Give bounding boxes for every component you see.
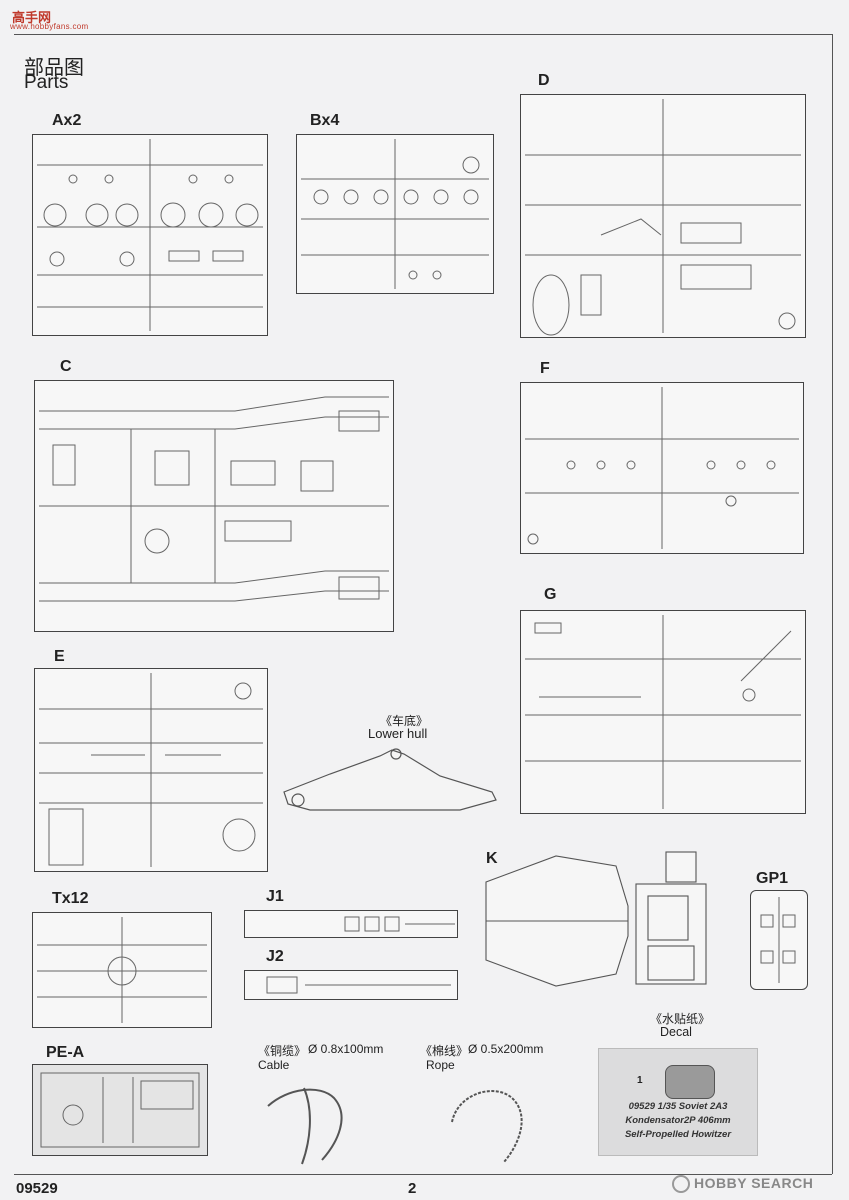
- sprue-gp1-art: [760, 897, 796, 983]
- rope-drawing: [451, 1090, 523, 1163]
- page-frame-right: [832, 34, 833, 1174]
- decal-sheet: 1 09529 1/35 Soviet 2A3 Kondensator2P 40…: [598, 1048, 758, 1156]
- page-number: 2: [408, 1180, 417, 1197]
- watermark-text: HOBBY SEARCH: [694, 1175, 814, 1191]
- logo-text: 高手网: [12, 11, 52, 26]
- decal-label-cn: 《水贴纸》: [650, 1012, 711, 1026]
- sprue-pea-label: PE-A: [46, 1044, 85, 1061]
- sprue-d-drawing: [520, 94, 806, 338]
- sprue-j2-art: [266, 976, 451, 994]
- sprue-j1-label: J1: [266, 888, 284, 905]
- page-frame-top: [14, 34, 832, 35]
- decal-number: 1: [637, 1075, 643, 1086]
- cable-label-cn: 《铜缆》: [258, 1044, 307, 1058]
- sprue-a-drawing: [32, 134, 268, 336]
- sprue-e-drawing: [34, 668, 268, 872]
- sprue-gp1-drawing: [750, 890, 808, 990]
- sprue-c-art: [39, 396, 389, 602]
- sprue-j1-art: [344, 916, 455, 932]
- sprue-j2-label: J2: [266, 948, 284, 965]
- decal-plate-icon: [665, 1065, 715, 1099]
- sprue-pea-drawing: [32, 1064, 208, 1156]
- sprue-f-art: [525, 387, 799, 549]
- sprue-g-art: [525, 615, 801, 809]
- sprue-b-art: [301, 139, 489, 289]
- decal-label-en: Decal: [660, 1025, 692, 1039]
- decal-line-1: 09529 1/35 Soviet 2A3: [628, 1101, 728, 1112]
- sprue-tx-label: Tx12: [52, 890, 89, 907]
- page-title-cn: 部品图: [24, 55, 84, 79]
- sprue-b-drawing: [296, 134, 494, 294]
- sprue-f-label: F: [540, 360, 550, 377]
- cable-label-en: Cable: [258, 1058, 290, 1072]
- sprue-c-drawing: [34, 380, 394, 632]
- sprue-e-art: [39, 673, 263, 867]
- decal-line-3: Self-Propelled Howitzer: [624, 1129, 732, 1140]
- site-logo: 高手网 www.hobbyfans.com: [6, 4, 88, 31]
- lower-hull-drawing: [283, 748, 497, 811]
- sprue-e-label: E: [54, 648, 65, 665]
- sprue-pea-art: [40, 1072, 200, 1148]
- rope-spec: Ø 0.5x200mm: [468, 1042, 544, 1056]
- sprue-k-drawing: [485, 851, 707, 987]
- page-title-en: Parts: [24, 72, 69, 93]
- cable-spec: Ø 0.8x100mm: [308, 1042, 384, 1056]
- logo-url: www.hobbyfans.com: [10, 22, 89, 31]
- sprue-b-label: Bx4: [310, 112, 340, 129]
- sprue-f-drawing: [520, 382, 804, 554]
- rope-label-en: Rope: [426, 1058, 455, 1072]
- watermark-icon: [672, 1175, 690, 1194]
- page-frame-bottom: [14, 1174, 832, 1175]
- sprue-j1-drawing: [244, 910, 458, 938]
- sprue-k-label: K: [486, 850, 498, 867]
- sprue-gp1-label: GP1: [756, 870, 789, 887]
- sprue-c-label: C: [60, 358, 72, 375]
- watermark: HOBBY SEARCH: [672, 1175, 814, 1194]
- lower-hull-label-en: Lower hull: [368, 726, 428, 741]
- rope-label-cn: 《棉线》: [420, 1044, 469, 1058]
- sprue-tx-art: [37, 917, 207, 1023]
- lower-hull-label-cn: 《车底》: [380, 714, 429, 728]
- sprue-d-label: D: [538, 72, 550, 89]
- sprue-tx-drawing: [32, 912, 212, 1028]
- sprue-a-label: Ax2: [52, 112, 82, 129]
- sprue-g-drawing: [520, 610, 806, 814]
- product-code: 09529: [16, 1180, 58, 1197]
- decal-line-2: Kondensator2P 406mm: [625, 1115, 731, 1126]
- sprue-j2-drawing: [244, 970, 458, 1000]
- sprue-a-art: [37, 139, 263, 331]
- sprue-g-label: G: [544, 586, 557, 603]
- sprue-d-art: [525, 99, 801, 336]
- cable-drawing: [267, 1087, 343, 1165]
